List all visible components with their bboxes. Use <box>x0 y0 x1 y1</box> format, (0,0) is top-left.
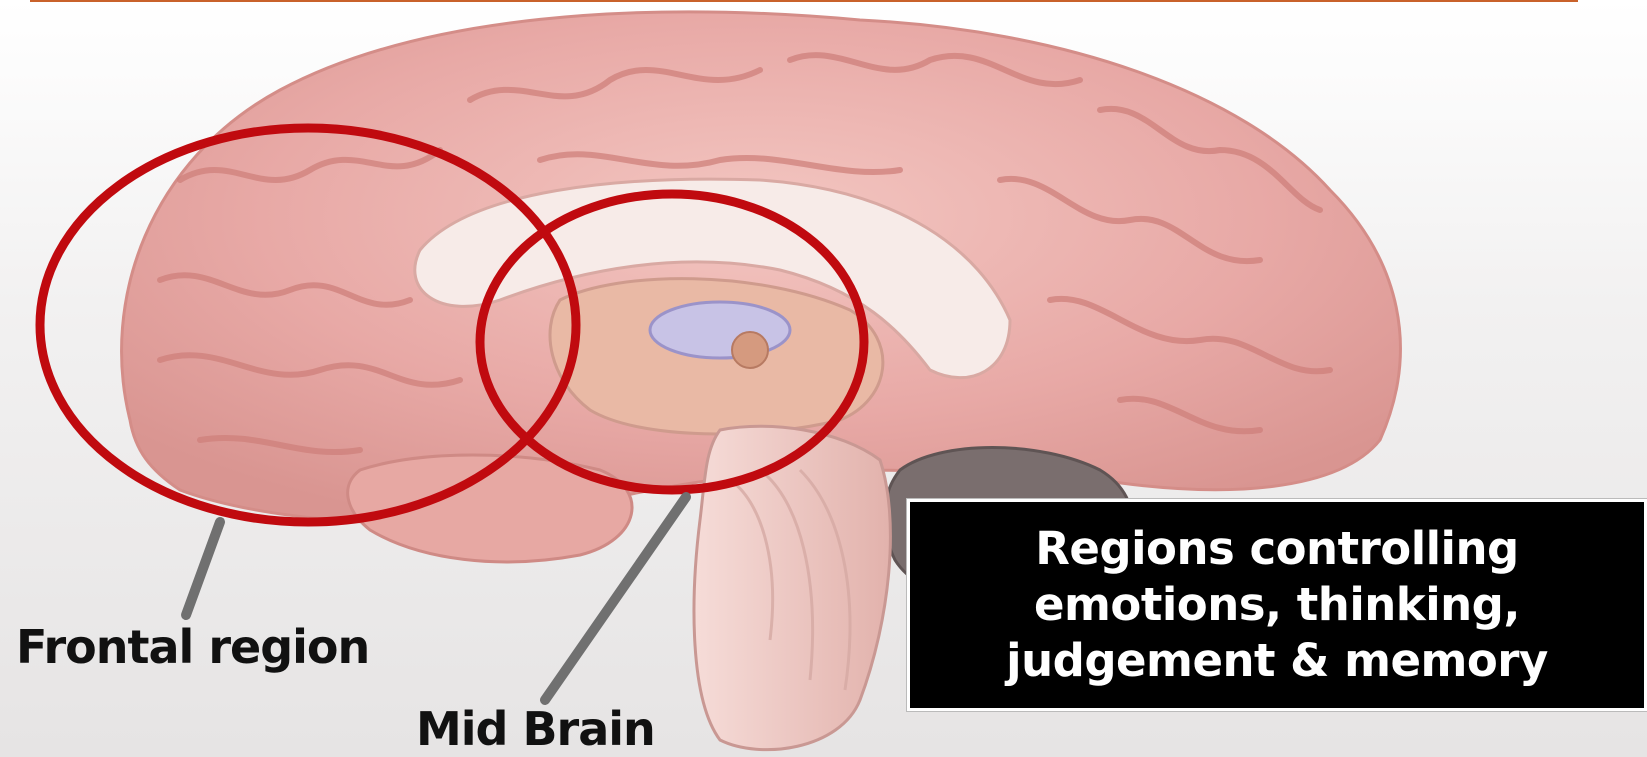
mid-brain-label: Mid Brain <box>416 702 655 756</box>
callout-line-3: judgement & memory <box>1006 633 1548 689</box>
frontal-region-label: Frontal region <box>16 620 369 674</box>
ventricle <box>650 302 790 358</box>
callout-line-2: emotions, thinking, <box>1034 577 1520 633</box>
callout-box: Regions controlling emotions, thinking, … <box>907 499 1647 711</box>
callout-line-1: Regions controlling <box>1035 521 1518 577</box>
brainstem <box>694 426 890 749</box>
mass-intermedia <box>732 332 768 368</box>
frontal-leader-line <box>186 522 220 615</box>
